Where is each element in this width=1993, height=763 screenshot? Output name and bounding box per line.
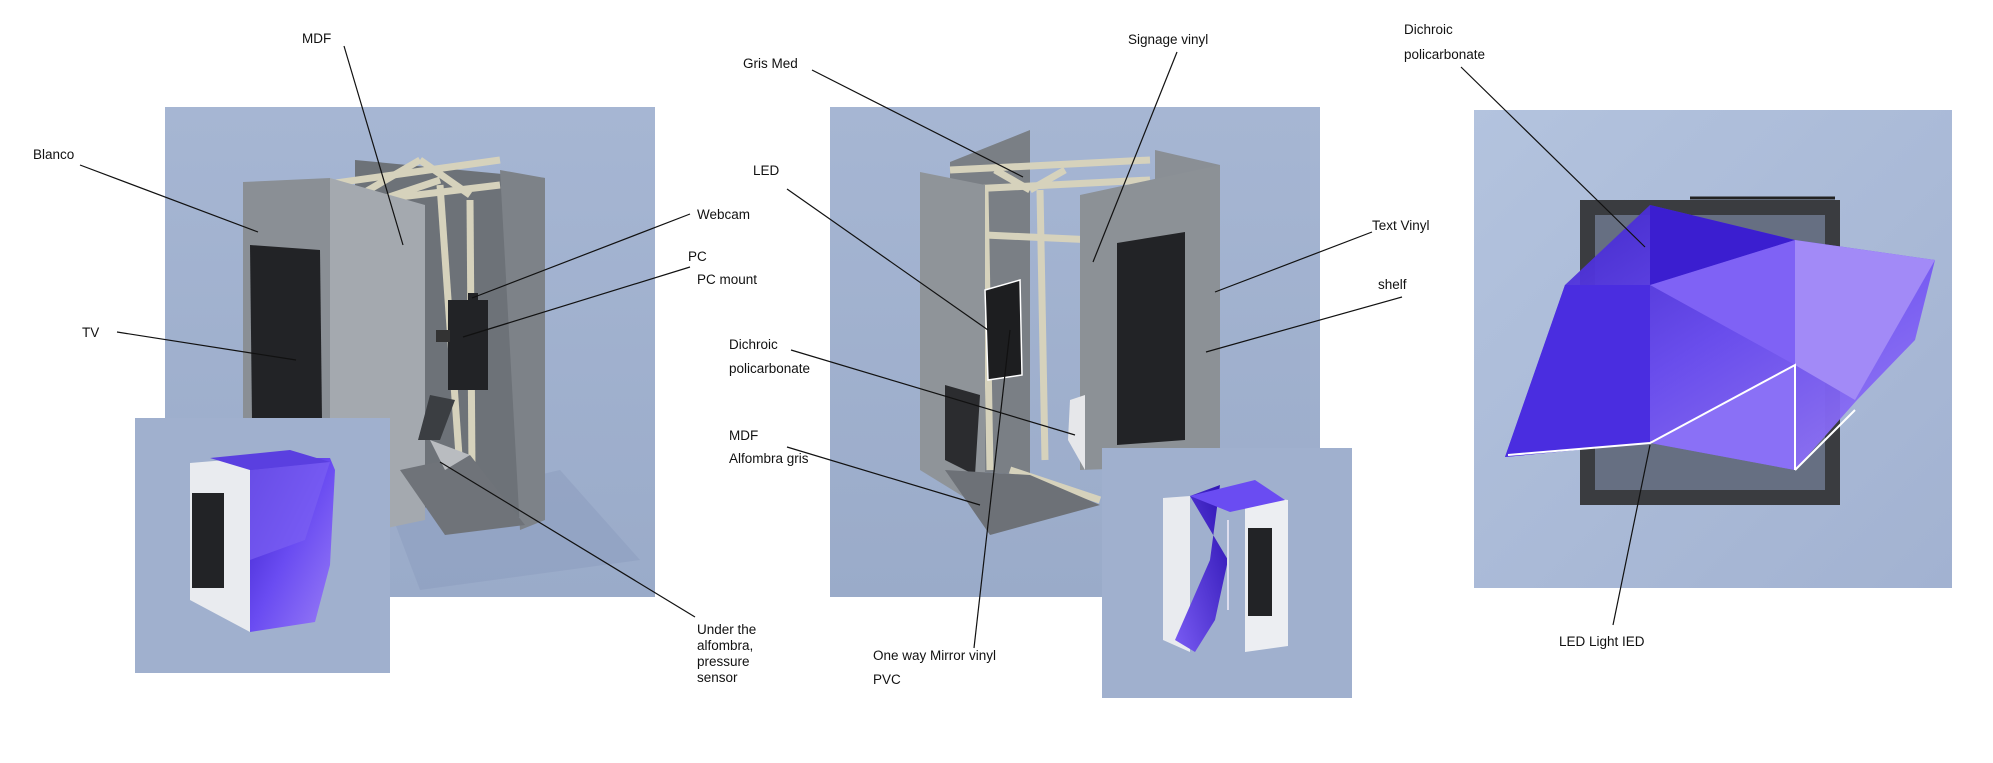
label-pc-mount: PC mount	[697, 272, 757, 287]
right-render	[1474, 110, 1952, 588]
label-dichroic-mid-line2: policarbonate	[729, 361, 810, 376]
label-pvc: PVC	[873, 672, 901, 687]
label-under-line3: pressure	[697, 654, 750, 669]
label-under-line4: sensor	[697, 670, 738, 685]
inset-tv	[192, 493, 224, 588]
middle-inset	[1102, 448, 1352, 698]
label-dichroic-right-line2: policarbonate	[1404, 47, 1485, 62]
label-dichroic-mid-line1: Dichroic	[729, 337, 778, 352]
label-alfombra-gris: Alfombra gris	[729, 451, 809, 466]
label-text-vinyl: Text Vinyl	[1372, 218, 1430, 233]
label-signage-vinyl: Signage vinyl	[1128, 32, 1208, 47]
label-one-way-mirror: One way Mirror vinyl	[873, 648, 996, 663]
label-blanco: Blanco	[33, 147, 74, 162]
label-mdf-mid: MDF	[729, 428, 758, 443]
label-dichroic-right-line1: Dichroic	[1404, 22, 1453, 37]
left-inset	[135, 418, 390, 673]
label-led-light: LED Light IED	[1559, 634, 1645, 649]
label-mdf-top: MDF	[302, 31, 331, 46]
label-under-line1: Under the	[697, 622, 756, 637]
label-webcam: Webcam	[697, 207, 750, 222]
tv-screen	[250, 245, 322, 420]
one-way-mirror-panel	[985, 280, 1022, 380]
label-gris-med: Gris Med	[743, 56, 798, 71]
label-tv: TV	[82, 325, 99, 340]
pc-mount-shape	[436, 330, 450, 342]
pc-unit	[448, 300, 488, 390]
signage-screen	[1117, 232, 1185, 445]
label-shelf: shelf	[1378, 277, 1407, 292]
label-led: LED	[753, 163, 780, 178]
label-pc: PC	[688, 249, 707, 264]
label-under-line2: alfombra,	[697, 638, 753, 653]
middle-inset-screen	[1248, 528, 1272, 616]
